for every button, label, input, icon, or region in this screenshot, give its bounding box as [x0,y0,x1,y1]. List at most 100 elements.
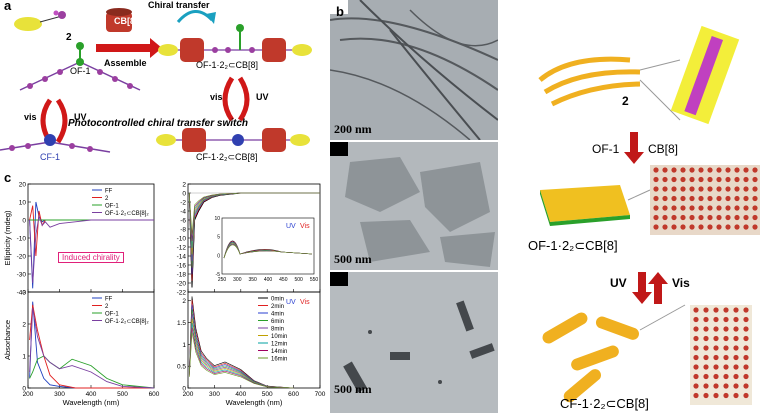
panel-a-graphic [0,8,312,153]
uv-tag: UV [286,223,296,230]
sheet-lattice-dot [662,186,668,192]
x-tick-label: 200 [23,391,34,398]
rod-lattice-dot [713,335,719,342]
y-axis-label: Ellipticity (mdeg) [3,210,12,266]
inset-x-tick-label: 250 [218,277,227,283]
sheet-lattice-dot [707,214,713,221]
rod-lattice-dot [693,354,699,361]
legend-label: OF-1·2₂⊂CB[8]₂ [105,211,149,217]
rod-lattice-dot [733,307,739,313]
sheet-lattice-dot [716,195,722,202]
rod-lattice-dot [693,307,699,313]
arrow-down-uv [632,272,652,304]
sheet-lattice-dot [725,186,731,192]
sheet-lattice-dot [671,214,677,221]
uv-label-left: UV [74,112,87,122]
rod-lattice-dot [743,316,749,323]
sheet-lattice-dot [653,195,659,202]
y-tick-label: -6 [180,218,186,225]
rod-lattice-dot [733,383,739,389]
rod-lattice-dot [713,373,719,380]
sheet-lattice-dot [752,176,758,183]
rod-lattice-dot [713,392,719,399]
y-tick-label: 0 [22,386,26,393]
sheet-lattice-dot [671,224,677,230]
legend-label: OF-1·2₂⊂CB[8]₂ [105,319,149,325]
rod-lattice-dot [693,373,699,380]
inset-y-tick-label: 0 [217,253,220,259]
sheet-lattice-dot [752,205,758,211]
cf1-label: CF-1 [40,152,60,162]
rod-lattice-dot [703,354,709,361]
rod-lattice-dot [723,364,729,370]
sheet-lattice-dot [653,214,659,221]
sheet-lattice-dot [743,224,749,230]
sheet-lattice-dot [653,186,659,192]
rod-lattice-dot [703,335,709,342]
sheet-lattice-dot [653,167,659,173]
rod-lattice-dot [713,316,719,323]
rod-lattice-dot [693,326,699,332]
series-line [29,307,155,389]
panel-c-letter: c [4,170,12,185]
y-tick-label: -4 [180,209,186,216]
sheet-lattice-dot [752,195,758,202]
sheet-graphic [540,165,760,235]
sheet-lattice-dot [698,224,704,230]
sheet-lattice-dot [662,205,668,211]
vis-uv-cycle-right-icon [222,76,235,122]
rod-lattice-dot [713,345,719,351]
tem-image-fibers: 200 nm [330,0,498,140]
legend-label: 16min [271,357,287,363]
rod-lattice-dot [713,307,719,313]
legend-label: OF-1 [105,204,119,210]
sheet-lattice-dot [662,176,668,183]
sheet-lattice-dot [707,224,713,230]
compound-2-label: 2 [66,32,72,43]
sheet-lattice-dot [734,167,740,173]
rod-lattice-dot [743,326,749,332]
sheet-lattice-dot [671,186,677,192]
scheme-uv-label: UV [610,276,627,290]
rod-lattice-dot [743,345,749,351]
x-tick-label: 600 [288,391,299,398]
y-tick-label: 3 [22,290,26,297]
rod-lattice-dot [703,364,709,370]
x-tick-label: 500 [262,391,273,398]
sheet-lattice-dot [680,176,686,183]
sheet-lattice-dot [734,224,740,230]
sheet-lattice-dot [707,167,713,173]
sheet-lattice-dot [680,205,686,211]
y-tick-label: 2 [182,182,186,189]
rod-lattice-dot [733,354,739,361]
assemble-arrow [96,38,162,58]
y-tick-label: -20 [177,281,187,288]
rod-lattice-dot [733,335,739,342]
sheet-lattice-dot [680,167,686,173]
y-tick-label: -14 [177,254,187,261]
x-tick-label: 700 [315,391,326,398]
x-tick-label: 200 [183,391,194,398]
scale-label-1: 200 nm [334,122,372,136]
sheet-lattice-dot [698,176,704,183]
sheet-lattice-dot [743,167,749,173]
y-tick-label: -18 [177,272,187,279]
rod-lattice-dot [693,345,699,351]
y-tick-label: 1 [182,342,186,349]
y-tick-label: 2 [22,322,26,329]
scheme-cb8-label: CB[8] [648,142,679,156]
rod-lattice-dot [743,307,749,313]
sheet-lattice-dot [653,224,659,230]
sheet-lattice-dot [716,214,722,221]
legend-label: 10min [271,334,287,340]
chart-frame [27,291,155,389]
legend-label: 12min [271,342,287,348]
inset-x-tick-label: 450 [279,277,288,283]
inset-y-tick-label: 10 [214,216,220,222]
rod-lattice-dot [723,345,729,351]
panel-b: b 200 nm 500 nm [330,0,500,413]
